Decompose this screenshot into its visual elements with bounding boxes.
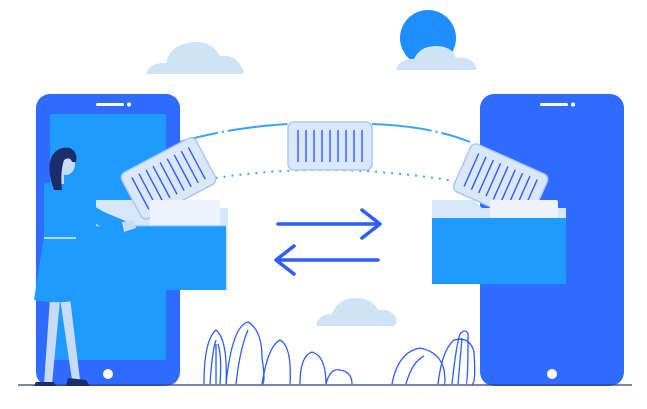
plant-icon bbox=[391, 330, 476, 385]
arrow-left-icon bbox=[274, 244, 380, 276]
plant-icon bbox=[299, 351, 353, 385]
folder-icon bbox=[432, 143, 566, 284]
plant-icon bbox=[203, 321, 291, 385]
cloud-icon bbox=[146, 41, 244, 74]
cloud-icon bbox=[396, 46, 477, 70]
person-icon bbox=[34, 147, 136, 386]
arrow-right-icon bbox=[276, 208, 382, 240]
cloud-icon bbox=[316, 298, 397, 326]
document-icon bbox=[287, 121, 373, 171]
